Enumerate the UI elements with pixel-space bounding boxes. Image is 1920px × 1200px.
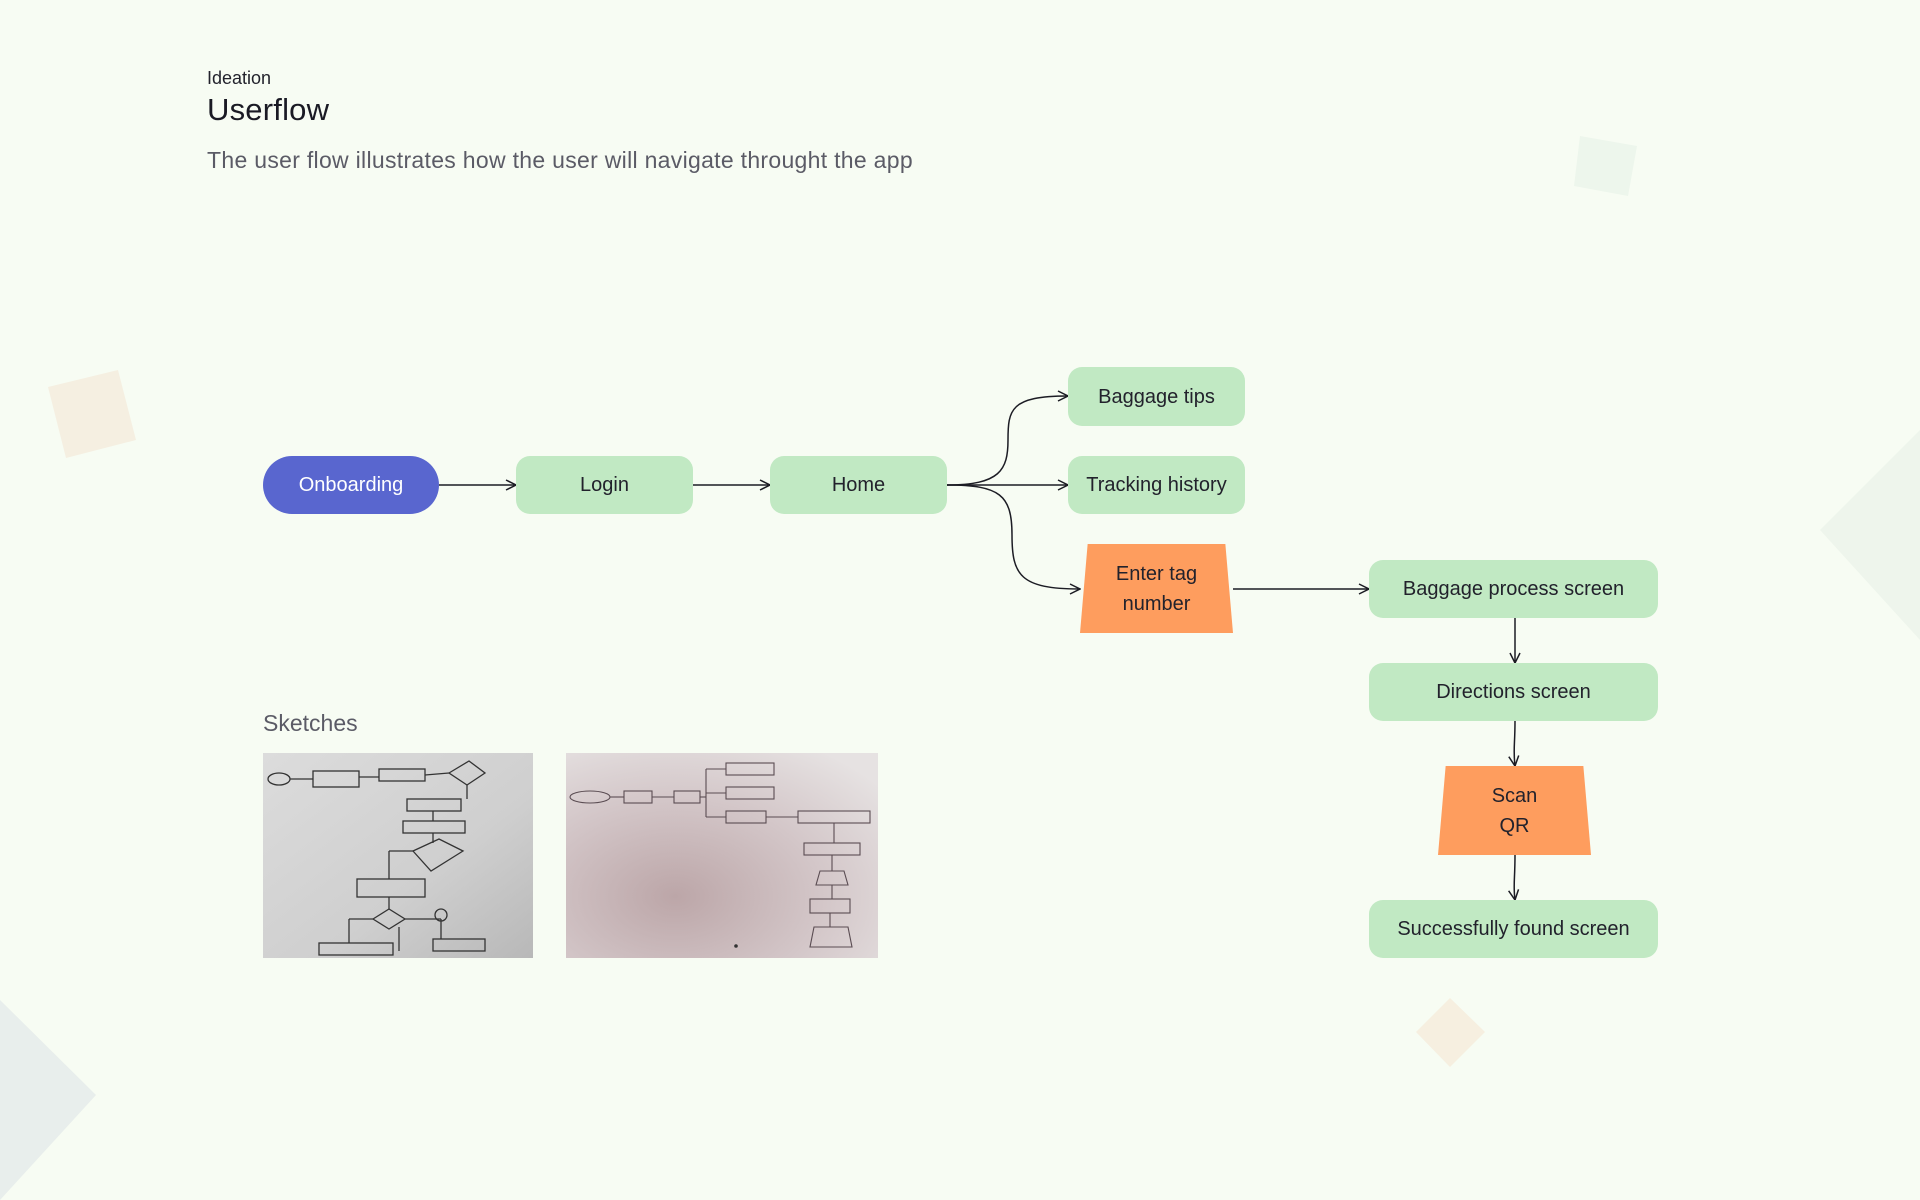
node-baggage-tips: Baggage tips: [1068, 367, 1245, 426]
sketches-heading: Sketches: [263, 710, 358, 736]
node-label: Successfully found screen: [1397, 918, 1630, 940]
node-successfully-found-screen: Successfully found screen: [1369, 900, 1658, 958]
edge-directions-scan-qr: [1514, 720, 1515, 766]
node-label: Login: [580, 474, 629, 496]
node-onboarding: Onboarding: [263, 456, 439, 514]
edge-scan-qr-success: [1514, 854, 1515, 900]
node-directions-screen: Directions screen: [1369, 663, 1658, 721]
node-label: Onboarding: [298, 474, 404, 496]
page-title: Userflow: [207, 92, 330, 127]
node-enter-tag-number: Enter tag number: [1080, 544, 1233, 633]
node-label: Enter tag number: [1115, 562, 1198, 615]
node-login: Login: [516, 456, 693, 514]
edge-home-baggage-tips: [946, 396, 1068, 486]
node-label: Baggage tips: [1098, 385, 1215, 408]
node-label: Tracking history: [1086, 474, 1227, 496]
section-label: Ideation: [207, 68, 272, 88]
node-scan-qr: Scan QR: [1438, 766, 1591, 855]
sketch-photo-1: [263, 753, 533, 958]
node-label: Directions screen: [1436, 681, 1591, 703]
node-label: Baggage process screen: [1402, 578, 1625, 600]
node-label: Home: [831, 474, 886, 496]
page-subtitle: The user flow illustrates how the user w…: [207, 147, 913, 173]
node-label: Scan QR: [1491, 784, 1538, 837]
node-home: Home: [770, 456, 947, 514]
sketch-photo-2: [566, 753, 878, 958]
edge-home-enter-tag: [946, 484, 1080, 589]
node-baggage-process-screen: Baggage process screen: [1369, 560, 1658, 618]
node-tracking-history: Tracking history: [1068, 456, 1245, 514]
